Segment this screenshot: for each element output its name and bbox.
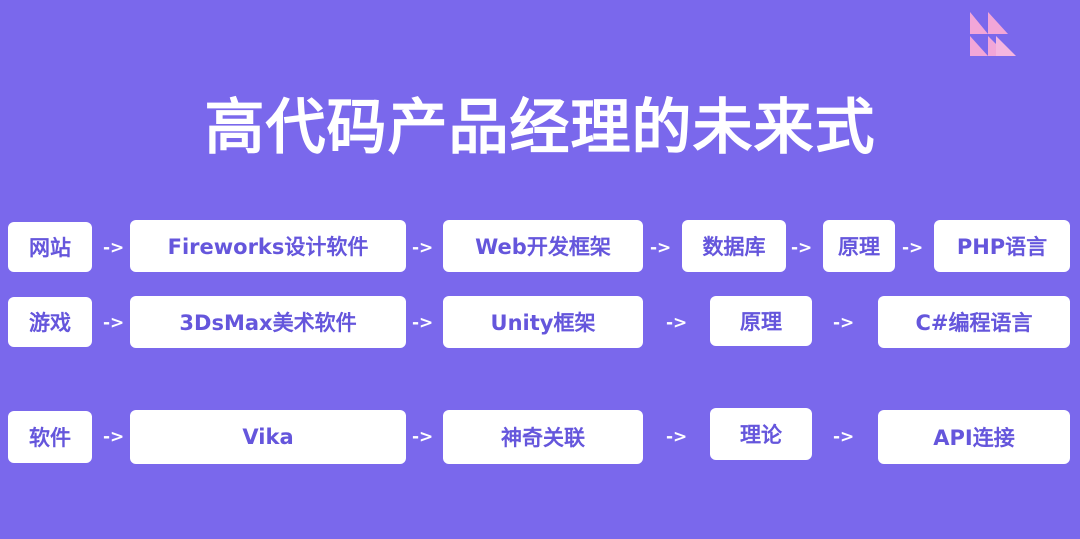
step-box-theory: 理论: [710, 408, 812, 460]
step-box-vika: Vika: [130, 410, 406, 464]
flow-arrow: ->: [650, 238, 672, 258]
category-box-software: 软件: [8, 411, 92, 463]
flow-arrow: ->: [833, 313, 855, 333]
step-box-principle: 原理: [710, 296, 812, 346]
flow-arrow: ->: [103, 238, 125, 258]
flow-arrow: ->: [103, 313, 125, 333]
flow-arrow: ->: [902, 238, 924, 258]
flow-arrow: ->: [666, 313, 688, 333]
step-box-web-framework: Web开发框架: [443, 220, 643, 272]
step-box-php: PHP语言: [934, 220, 1070, 272]
page-title: 高代码产品经理的未来式: [204, 93, 876, 163]
step-box-database: 数据库: [682, 220, 786, 272]
flow-arrow: ->: [833, 427, 855, 447]
step-box-api: API连接: [878, 410, 1070, 464]
flow-arrow: ->: [103, 427, 125, 447]
flow-arrow: ->: [412, 238, 434, 258]
step-box-principle: 原理: [823, 220, 895, 272]
category-box-website: 网站: [8, 222, 92, 272]
flow-arrow: ->: [412, 427, 434, 447]
flow-arrow: ->: [412, 313, 434, 333]
flow-arrow: ->: [791, 238, 813, 258]
step-box-3dsmax: 3DsMax美术软件: [130, 296, 406, 348]
flow-arrow: ->: [666, 427, 688, 447]
triangle-mosaic-logo-icon: [970, 12, 1016, 56]
category-box-game: 游戏: [8, 297, 92, 347]
step-box-unity: Unity框架: [443, 296, 643, 348]
step-box-magic-link: 神奇关联: [443, 410, 643, 464]
step-box-csharp: C#编程语言: [878, 296, 1070, 348]
step-box-fireworks: Fireworks设计软件: [130, 220, 406, 272]
